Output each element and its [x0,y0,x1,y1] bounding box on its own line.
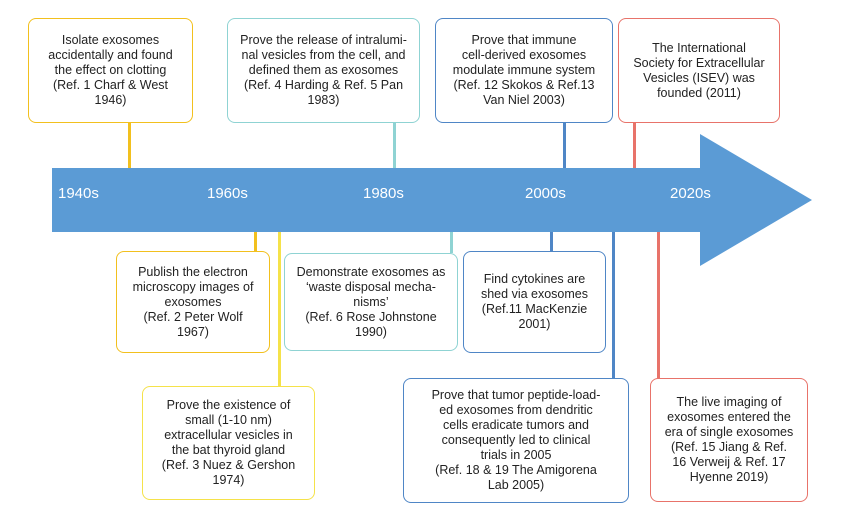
event-text: The International Society for Extracellu… [633,40,765,100]
event-box-2005: Prove that tumor peptide-load- ed exosom… [403,378,629,503]
event-box-1990: Demonstrate exosomes as ‘waste disposal … [284,253,458,351]
event-box-1967: Publish the electron microscopy images o… [116,251,270,353]
event-text: Isolate exosomes accidentally and found … [48,33,173,107]
event-connector [550,232,553,251]
event-box-2019: The live imaging of exosomes entered the… [650,378,808,502]
event-box-2011: The International Society for Extracellu… [618,18,780,123]
era-label-1960s: 1960s [207,185,248,202]
event-text: Prove the release of intralumi- nal vesi… [240,33,407,107]
event-connector [450,232,453,253]
timeline-arrow-shape [52,134,812,266]
event-connector [393,122,396,168]
event-connector [278,232,281,386]
era-label-2020s: 2020s [670,185,711,202]
event-connector [128,122,131,168]
event-text: Prove the existence of small (1-10 nm) e… [161,398,296,487]
event-text: Publish the electron microscopy images o… [132,264,254,339]
era-label-1980s: 1980s [363,185,404,202]
event-connector [254,232,257,251]
event-text: Prove that tumor peptide-load- ed exosom… [431,388,601,492]
event-text: Find cytokines are shed via exosomes (Re… [480,272,588,331]
event-text: Prove that immune cell-derived exosomes … [452,33,596,107]
event-text: Demonstrate exosomes as ‘waste disposal … [296,264,446,339]
event-box-1974: Prove the existence of small (1-10 nm) e… [142,386,315,500]
era-label-2000s: 2000s [525,185,566,202]
event-box-1946: Isolate exosomes accidentally and found … [28,18,193,123]
event-connector [612,232,615,378]
event-connector [657,232,660,378]
event-connector [633,122,636,168]
event-box-2001: Find cytokines are shed via exosomes (Re… [463,251,606,353]
era-label-1940s: 1940s [58,185,99,202]
event-text: The live imaging of exosomes entered the… [664,395,794,484]
event-box-2003: Prove that immune cell-derived exosomes … [435,18,613,123]
event-connector [563,122,566,168]
event-box-1983: Prove the release of intralumi- nal vesi… [227,18,420,123]
